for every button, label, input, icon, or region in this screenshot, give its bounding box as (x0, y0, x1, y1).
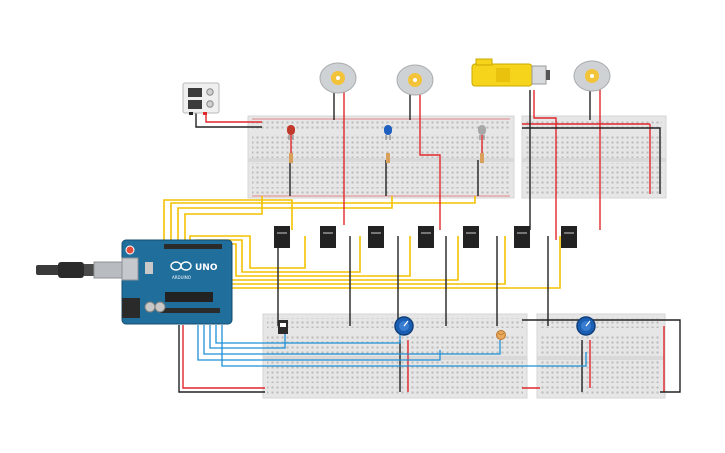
led-red[interactable] (287, 125, 295, 163)
breadboard-top-main[interactable] (247, 115, 515, 199)
potentiometer-1[interactable] (394, 316, 414, 336)
photoresistor[interactable] (496, 330, 506, 340)
dc-motor-3[interactable] (573, 60, 611, 92)
dc-motor-2[interactable] (396, 64, 434, 96)
dc-motor-1[interactable] (319, 62, 357, 94)
arduino-uno-label: UNO (195, 263, 218, 273)
arduino-uno-board[interactable]: UNO ARDUINO (121, 239, 233, 325)
potentiometer-2[interactable] (576, 316, 596, 336)
blue-wires (197, 325, 587, 367)
breadboard-top-right[interactable] (521, 115, 667, 199)
led-gray[interactable] (478, 125, 486, 163)
relay-1[interactable] (274, 226, 290, 248)
relay-6[interactable] (514, 226, 530, 248)
arduino-brand-label: ARDUINO (172, 275, 191, 280)
relay-5[interactable] (463, 226, 479, 248)
gear-motor[interactable] (471, 58, 550, 87)
arduino-infinity-logo (170, 261, 192, 271)
relay-4[interactable] (418, 226, 434, 248)
power-supply[interactable] (182, 82, 220, 115)
relay-2[interactable] (320, 226, 336, 248)
breadboard-bottom-right[interactable] (536, 313, 666, 399)
relay-7[interactable] (561, 226, 577, 248)
relay-3[interactable] (368, 226, 384, 248)
black-wires (178, 86, 681, 393)
dip-switch[interactable] (278, 320, 288, 334)
usb-cable (36, 261, 133, 279)
led-blue[interactable] (384, 125, 392, 163)
